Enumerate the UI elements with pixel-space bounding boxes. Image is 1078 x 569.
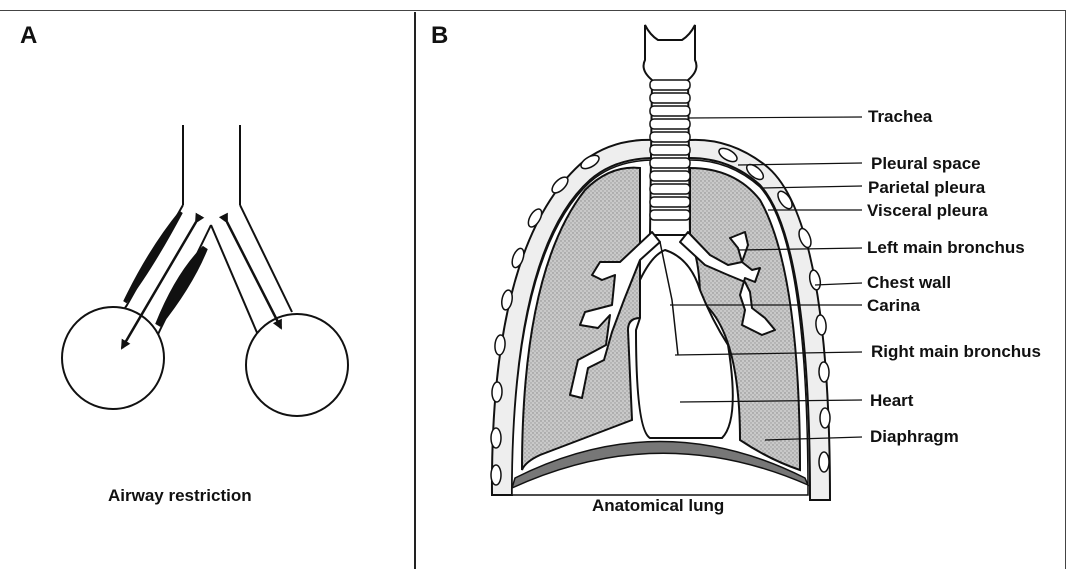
panel-b-caption: Anatomical lung [592,496,724,516]
normal-flow-arrow [227,222,281,328]
label-visceral-pleura: Visceral pleura [867,201,988,221]
label-carina: Carina [867,296,920,316]
lung-diagram [491,25,830,500]
panel-a-caption: Airway restriction [108,486,252,506]
label-chest-wall: Chest wall [867,273,951,293]
label-parietal-pleura: Parietal pleura [868,178,985,198]
label-pleural-space: Pleural space [871,154,981,174]
airway-restriction-diagram [62,125,348,416]
label-left-main-bronchus: Left main bronchus [867,238,1025,258]
panel-a-letter: A [20,22,37,50]
panel-b-letter: B [431,22,448,50]
label-trachea: Trachea [868,107,932,127]
label-heart: Heart [870,391,913,411]
label-right-main-bronchus: Right main bronchus [871,342,1041,362]
right-alveolus [246,314,348,416]
left-airway-restriction-inner [158,248,205,325]
left-alveolus [62,307,164,409]
right-branch-inner-wall [211,225,258,335]
label-diaphragm: Diaphragm [870,427,959,447]
